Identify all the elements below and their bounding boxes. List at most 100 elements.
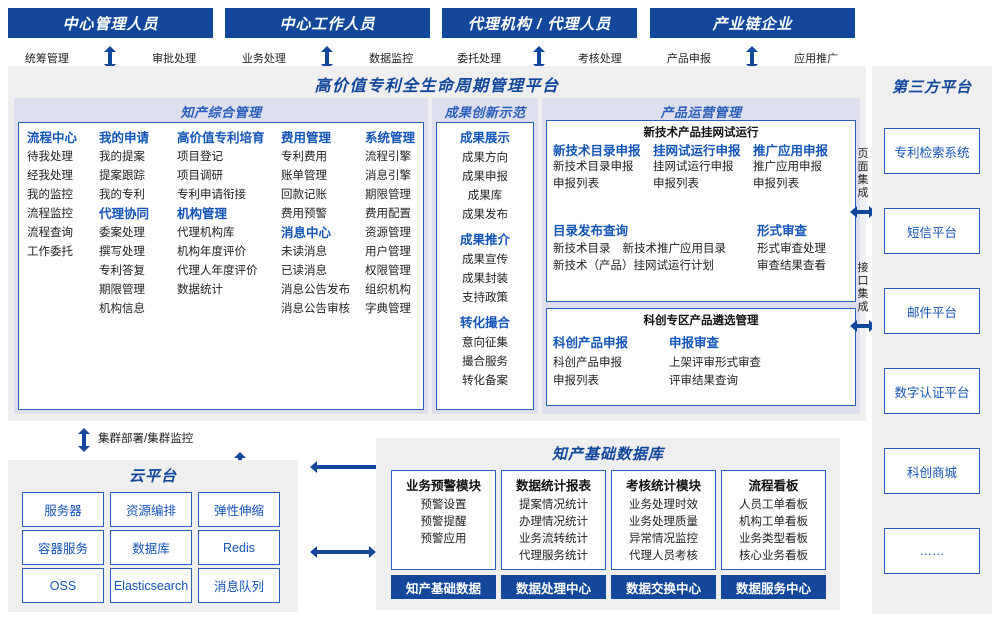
menu-item[interactable]: 代理机构库 [177,227,235,239]
menu-item[interactable]: 专利答复 [99,265,145,277]
menu-item[interactable]: 流程监控 [27,208,73,220]
column-heading[interactable]: 我的申请 [99,131,150,145]
kdb-card-item[interactable]: 提案情况统计 [519,499,588,511]
menu-item[interactable]: 流程引擎 [365,151,411,163]
menu-item[interactable]: 我的提案 [99,151,145,163]
menu-item[interactable]: 新技术目录申报 [553,161,634,173]
kdb-card-heading[interactable]: 数据统计报表 [515,479,591,493]
menu-item[interactable]: 账单管理 [281,170,327,182]
menu-item[interactable]: 工作委托 [27,246,73,258]
menu-item[interactable]: 形式审查处理 [757,243,826,255]
third-party-item-4[interactable]: 科创商城 [884,448,980,494]
menu-item[interactable]: 评审结果查询 [669,375,738,387]
cloud-cell-2[interactable]: 弹性伸缩 [198,492,280,527]
kdb-card-item[interactable]: 业务类型看板 [739,533,808,545]
menu-item[interactable]: 消息公告审核 [281,303,350,315]
menu-item[interactable]: 成果宣传 [462,254,508,266]
kdb-card-item[interactable]: 代理人员考核 [629,550,698,562]
menu-item[interactable]: 新技术（产品）挂网试运行计划 [553,260,714,272]
menu-item[interactable]: 成果库 [467,190,503,202]
menu-item[interactable]: 新技术推广应用目录 [622,243,727,255]
cloud-cell-8[interactable]: 消息队列 [198,568,280,603]
column-heading[interactable]: 形式审查 [757,224,808,238]
menu-item[interactable]: 撮合服务 [462,356,508,368]
third-party-item-5[interactable]: …… [884,528,980,574]
menu-item[interactable]: 成果方向 [462,152,508,164]
menu-item[interactable]: 推广应用申报 [753,161,822,173]
kdb-card-item[interactable]: 预警设置 [420,499,467,511]
menu-item[interactable]: 提案跟踪 [99,170,145,182]
menu-item[interactable]: 申报列表 [553,375,599,387]
column-heading[interactable]: 高价值专利培育 [177,131,265,145]
column-heading[interactable]: 申报审查 [669,336,720,350]
menu-item[interactable]: 已读消息 [281,265,327,277]
menu-item[interactable]: 申报列表 [653,178,699,190]
role-title-bar[interactable]: 中心工作人员 [225,8,430,38]
menu-item[interactable]: 流程查询 [27,227,73,239]
column-heading[interactable]: 机构管理 [177,207,228,221]
kdb-center-bar[interactable]: 数据交换中心 [611,575,716,599]
column-heading[interactable]: 成果推介 [459,233,510,247]
column-heading[interactable]: 费用管理 [281,131,332,145]
menu-item[interactable]: 科创产品申报 [553,357,622,369]
kdb-center-bar[interactable]: 知产基础数据 [391,575,496,599]
column-heading[interactable]: 代理协同 [99,207,150,221]
menu-item[interactable]: 权限管理 [365,265,411,277]
menu-item[interactable]: 撰写处理 [99,246,145,258]
kdb-card-item[interactable]: 异常情况监控 [629,533,698,545]
menu-item[interactable]: 转化备案 [462,375,508,387]
kdb-card-item[interactable]: 业务流转统计 [519,533,588,545]
column-heading[interactable]: 新技术目录申报 [553,144,641,158]
menu-item[interactable]: 审查结果查看 [757,260,826,272]
menu-item[interactable]: 机构信息 [99,303,145,315]
kdb-card-item[interactable]: 办理情况统计 [519,516,588,528]
cloud-cell-7[interactable]: Elasticsearch [110,568,192,603]
menu-item[interactable]: 待我处理 [27,151,73,163]
cloud-cell-4[interactable]: 数据库 [110,530,192,565]
menu-item[interactable]: 上架评审形式审查 [669,357,761,369]
menu-item[interactable]: 我的监控 [27,189,73,201]
kdb-card-item[interactable]: 业务处理质量 [629,516,698,528]
menu-item[interactable]: 新技术目录 [553,243,611,255]
column-heading[interactable]: 消息中心 [281,226,332,240]
menu-item[interactable]: 意向征集 [462,337,508,349]
role-title-bar[interactable]: 中心管理人员 [8,8,213,38]
menu-item[interactable]: 专利费用 [281,151,327,163]
menu-item[interactable]: 成果发布 [462,209,508,221]
menu-item[interactable]: 机构年度评价 [177,246,246,258]
menu-item[interactable]: 申报列表 [753,178,799,190]
menu-item[interactable]: 组织机构 [365,284,411,296]
menu-item[interactable]: 数据统计 [177,284,223,296]
column-heading[interactable]: 挂网试运行申报 [653,144,741,158]
third-party-item-1[interactable]: 短信平台 [884,208,980,254]
menu-item[interactable]: 字典管理 [365,303,411,315]
cloud-cell-6[interactable]: OSS [22,568,104,603]
menu-item[interactable]: 申报列表 [553,178,599,190]
kdb-card-item[interactable]: 代理服务统计 [519,550,588,562]
menu-item[interactable]: 项目调研 [177,170,223,182]
third-party-item-2[interactable]: 邮件平台 [884,288,980,334]
kdb-card-item[interactable]: 人员工单看板 [739,499,808,511]
kdb-center-bar[interactable]: 数据处理中心 [501,575,606,599]
menu-item[interactable]: 专利申请衔接 [177,189,246,201]
cloud-cell-1[interactable]: 资源编排 [110,492,192,527]
menu-item[interactable]: 代理人年度评价 [177,265,258,277]
menu-item[interactable]: 资源管理 [365,227,411,239]
kdb-card-heading[interactable]: 流程看板 [748,479,799,493]
column-heading[interactable]: 科创产品申报 [553,336,629,350]
kdb-card-item[interactable]: 机构工单看板 [739,516,808,528]
kdb-card-heading[interactable]: 考核统计模块 [625,479,701,493]
kdb-card-item[interactable]: 预警提醒 [420,516,467,528]
menu-item[interactable]: 用户管理 [365,246,411,258]
kdb-card-heading[interactable]: 业务预警模块 [405,479,481,493]
menu-item[interactable]: 消息公告发布 [281,284,350,296]
menu-item[interactable]: 我的专利 [99,189,145,201]
role-title-bar[interactable]: 代理机构 / 代理人员 [442,8,637,38]
role-title-bar[interactable]: 产业链企业 [650,8,855,38]
column-heading[interactable]: 转化撮合 [459,316,510,330]
kdb-card-item[interactable]: 业务处理时效 [629,499,698,511]
menu-item[interactable]: 委案处理 [99,227,145,239]
menu-item[interactable]: 经我处理 [27,170,73,182]
menu-item[interactable]: 支持政策 [462,292,508,304]
menu-item[interactable]: 挂网试运行申报 [653,161,734,173]
